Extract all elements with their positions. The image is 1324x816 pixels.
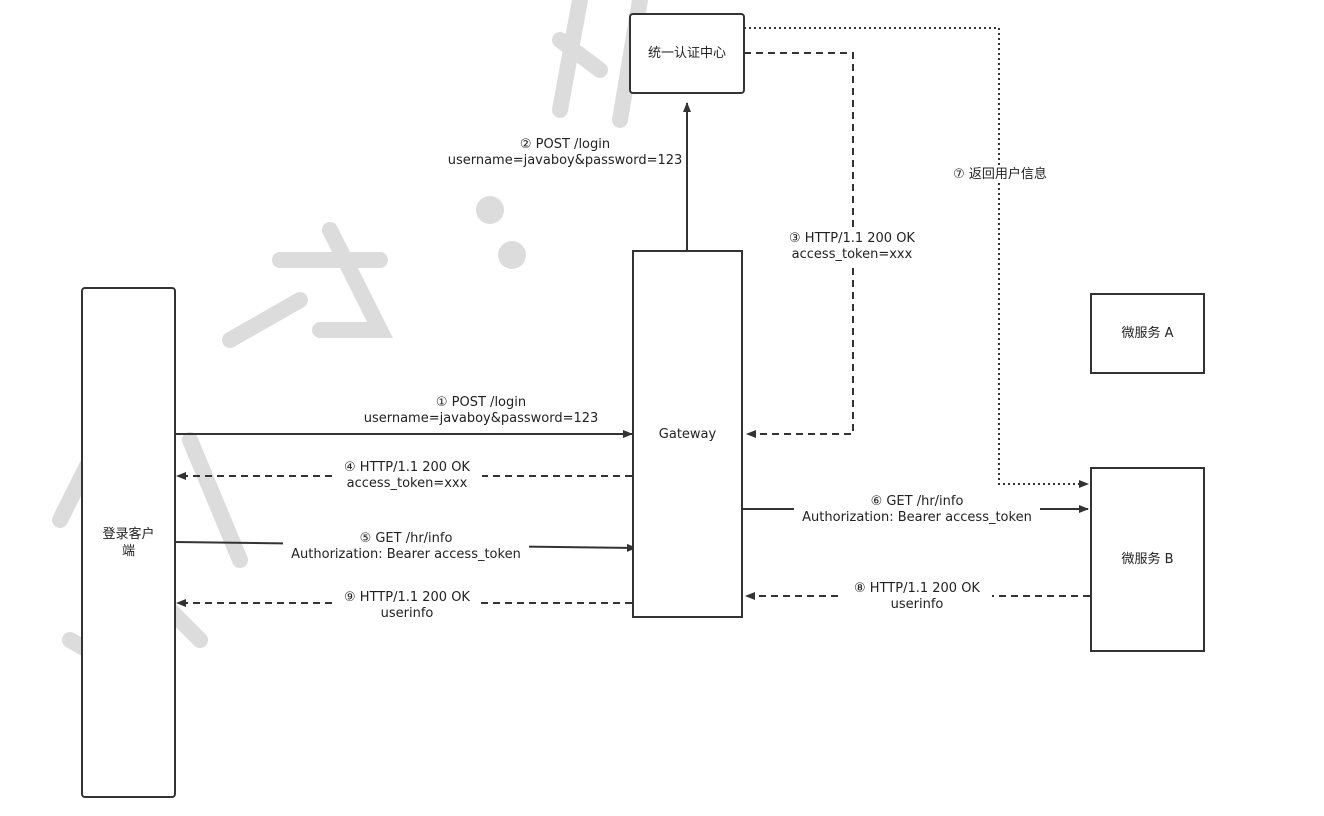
message-9-line1: ⑨ HTTP/1.1 200 OK	[344, 590, 470, 605]
gateway-node[interactable]: Gateway	[632, 250, 743, 618]
message-2-line2: username=javaboy&password=123	[447, 153, 683, 168]
message-7-line1: ⑦ 返回用户信息	[953, 167, 1047, 182]
message-2-label: ② POST /login username=javaboy&password=…	[440, 137, 690, 169]
message-4-line1: ④ HTTP/1.1 200 OK	[344, 460, 470, 475]
arrow-auth-to-gateway	[744, 52, 854, 438]
message-8-line2: userinfo	[890, 597, 944, 612]
message-8-label: ⑧ HTTP/1.1 200 OK userinfo	[842, 581, 992, 613]
service-b-node[interactable]: 微服务 B	[1090, 467, 1205, 652]
message-9-label: ⑨ HTTP/1.1 200 OK userinfo	[334, 590, 480, 622]
service-a-label: 微服务 A	[1121, 326, 1174, 341]
client-label: 登录客户 端	[102, 526, 155, 559]
message-1-line2: username=javaboy&password=123	[363, 411, 599, 426]
message-5-line2: Authorization: Bearer access_token	[291, 547, 521, 562]
message-4-line2: access_token=xxx	[346, 476, 468, 491]
message-9-line2: userinfo	[380, 606, 434, 621]
client-node[interactable]: 登录客户 端	[81, 287, 176, 798]
message-5-label: ⑤ GET /hr/info Authorization: Bearer acc…	[283, 531, 529, 563]
auth-center-node[interactable]: 统一认证中心	[629, 13, 745, 94]
message-8-line1: ⑧ HTTP/1.1 200 OK	[854, 581, 980, 596]
message-3-line1: ③ HTTP/1.1 200 OK	[789, 231, 915, 246]
message-1-line1: ① POST /login	[435, 395, 527, 410]
arrow-auth-to-service-b	[744, 27, 1089, 488]
message-3-line2: access_token=xxx	[791, 247, 913, 262]
service-b-label: 微服务 B	[1121, 552, 1174, 567]
message-1-label: ① POST /login username=javaboy&password=…	[356, 395, 606, 427]
message-7-label: ⑦ 返回用户信息	[943, 167, 1057, 183]
message-6-label: ⑥ GET /hr/info Authorization: Bearer acc…	[794, 494, 1040, 526]
gateway-label: Gateway	[658, 426, 717, 442]
message-6-line2: Authorization: Bearer access_token	[802, 510, 1032, 525]
message-2-line1: ② POST /login	[519, 137, 611, 152]
service-a-node[interactable]: 微服务 A	[1090, 293, 1205, 374]
message-6-line1: ⑥ GET /hr/info	[870, 494, 964, 509]
message-5-line1: ⑤ GET /hr/info	[359, 531, 453, 546]
auth-center-label: 统一认证中心	[647, 46, 726, 61]
message-4-label: ④ HTTP/1.1 200 OK access_token=xxx	[332, 460, 482, 492]
message-3-label: ③ HTTP/1.1 200 OK access_token=xxx	[777, 231, 927, 263]
